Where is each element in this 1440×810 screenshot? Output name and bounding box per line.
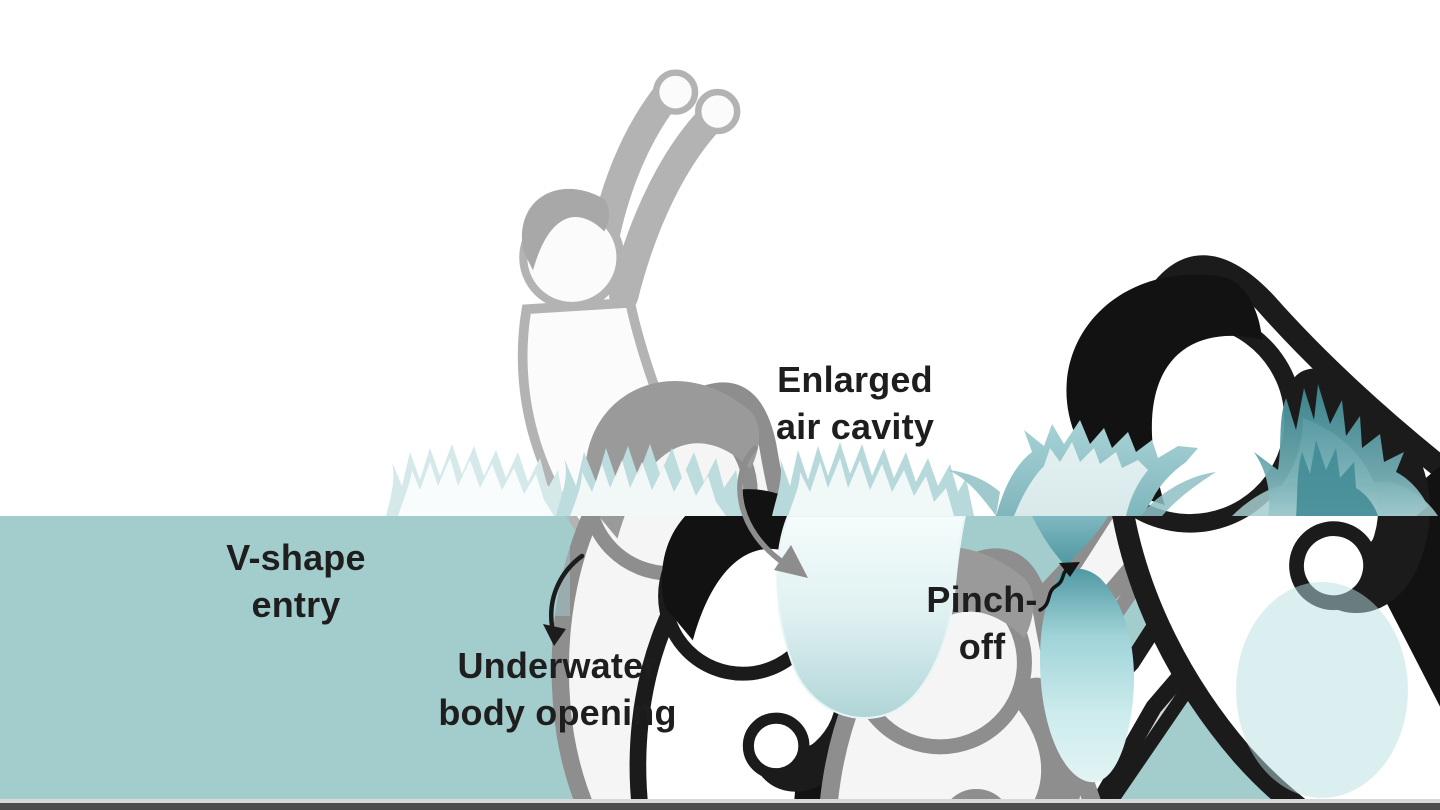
label-line: off <box>958 626 1006 667</box>
pinch-left-streamer-icon <box>948 470 1000 516</box>
pinch-arrowhead-icon <box>1059 562 1080 577</box>
worthington-jet-splash-icon <box>1232 384 1438 798</box>
label-enlarged-air-cavity: Enlarged air cavity <box>745 356 965 450</box>
jet-plume-icon <box>1254 384 1428 516</box>
splash-crown-white-icon <box>570 460 726 516</box>
label-line: entry <box>251 584 341 625</box>
collapsed-cavity-icon <box>1236 582 1408 798</box>
bottom-dark-line <box>0 803 1440 810</box>
air-cavity-icon <box>776 515 967 719</box>
label-line: body opening <box>438 692 677 733</box>
label-line: Enlarged <box>777 359 933 400</box>
bottom-light-line <box>0 799 1440 803</box>
jet-core-icon <box>1296 440 1378 516</box>
submerged-tint <box>390 516 570 616</box>
pinched-cavity-icon <box>1032 516 1135 783</box>
pinch-arrow-icon <box>1038 566 1072 612</box>
air-cavity-arrowhead-icon <box>774 545 808 578</box>
label-line: V-shape <box>226 537 366 578</box>
label-underwater-body-opening: Underwater body opening <box>415 642 700 736</box>
body-opening-arrowhead-icon <box>543 624 566 646</box>
pinch-mound-white-icon <box>1014 442 1148 516</box>
body-opening-arrow-icon <box>549 553 585 629</box>
cavity-splash-white-icon <box>788 458 954 516</box>
label-line: Pinch- <box>926 579 1038 620</box>
diver-cavity-pinch-off-icon <box>948 420 1216 783</box>
label-v-shape-entry: V-shape entry <box>186 534 406 628</box>
label-line: air cavity <box>775 406 935 447</box>
label-pinch-off: Pinch- off <box>902 576 1062 670</box>
diver-in-enlarged-air-cavity-icon <box>737 442 1440 810</box>
diver-entering-water-splash-icon <box>386 444 1440 810</box>
diver-submerged-body-opening-icon <box>543 0 1440 810</box>
entry-splash-white-icon <box>398 458 554 516</box>
label-line: Underwater <box>457 645 658 686</box>
pinch-right-streamer-icon <box>1140 472 1216 516</box>
air-cavity-arrow-icon <box>737 445 791 569</box>
